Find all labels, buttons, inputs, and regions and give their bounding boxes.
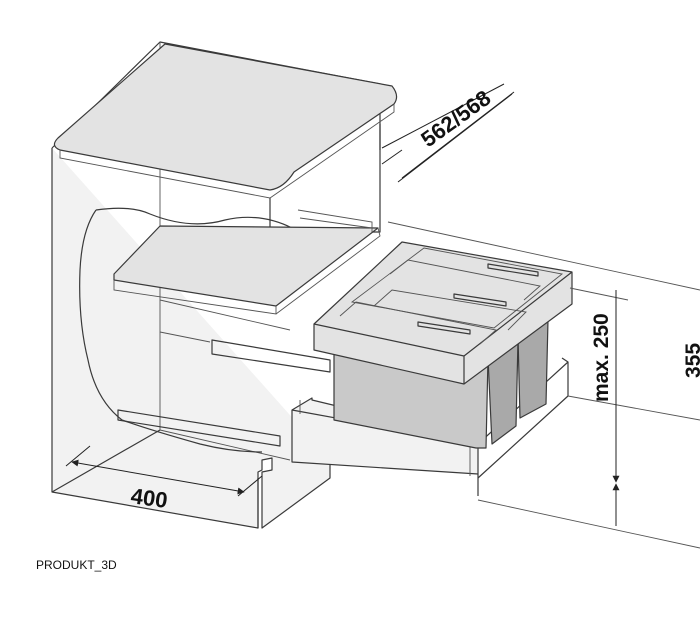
dimension-max-height: max. 250 <box>590 290 620 526</box>
left-rail-bottom <box>117 409 281 447</box>
dimension-depth: 562/568 <box>381 83 515 183</box>
caption: PRODUKT_3D <box>36 558 117 572</box>
dimension-height-label: 355 <box>682 343 700 378</box>
dimension-width-label: 400 <box>129 483 169 513</box>
bin-rim <box>313 241 573 385</box>
cabinet-interior <box>159 299 291 461</box>
worktop-edge <box>59 104 395 199</box>
drain-pipe <box>79 207 301 453</box>
waste-bins <box>313 241 573 449</box>
upper-shelf <box>113 209 381 315</box>
left-rail-top <box>211 339 331 373</box>
dimension-max-height-label: max. 250 <box>590 313 613 402</box>
worktop <box>53 43 398 191</box>
extension-lines <box>387 221 700 549</box>
dimension-width: 400 <box>65 445 263 513</box>
dimension-depth-label: 562/568 <box>416 85 495 152</box>
